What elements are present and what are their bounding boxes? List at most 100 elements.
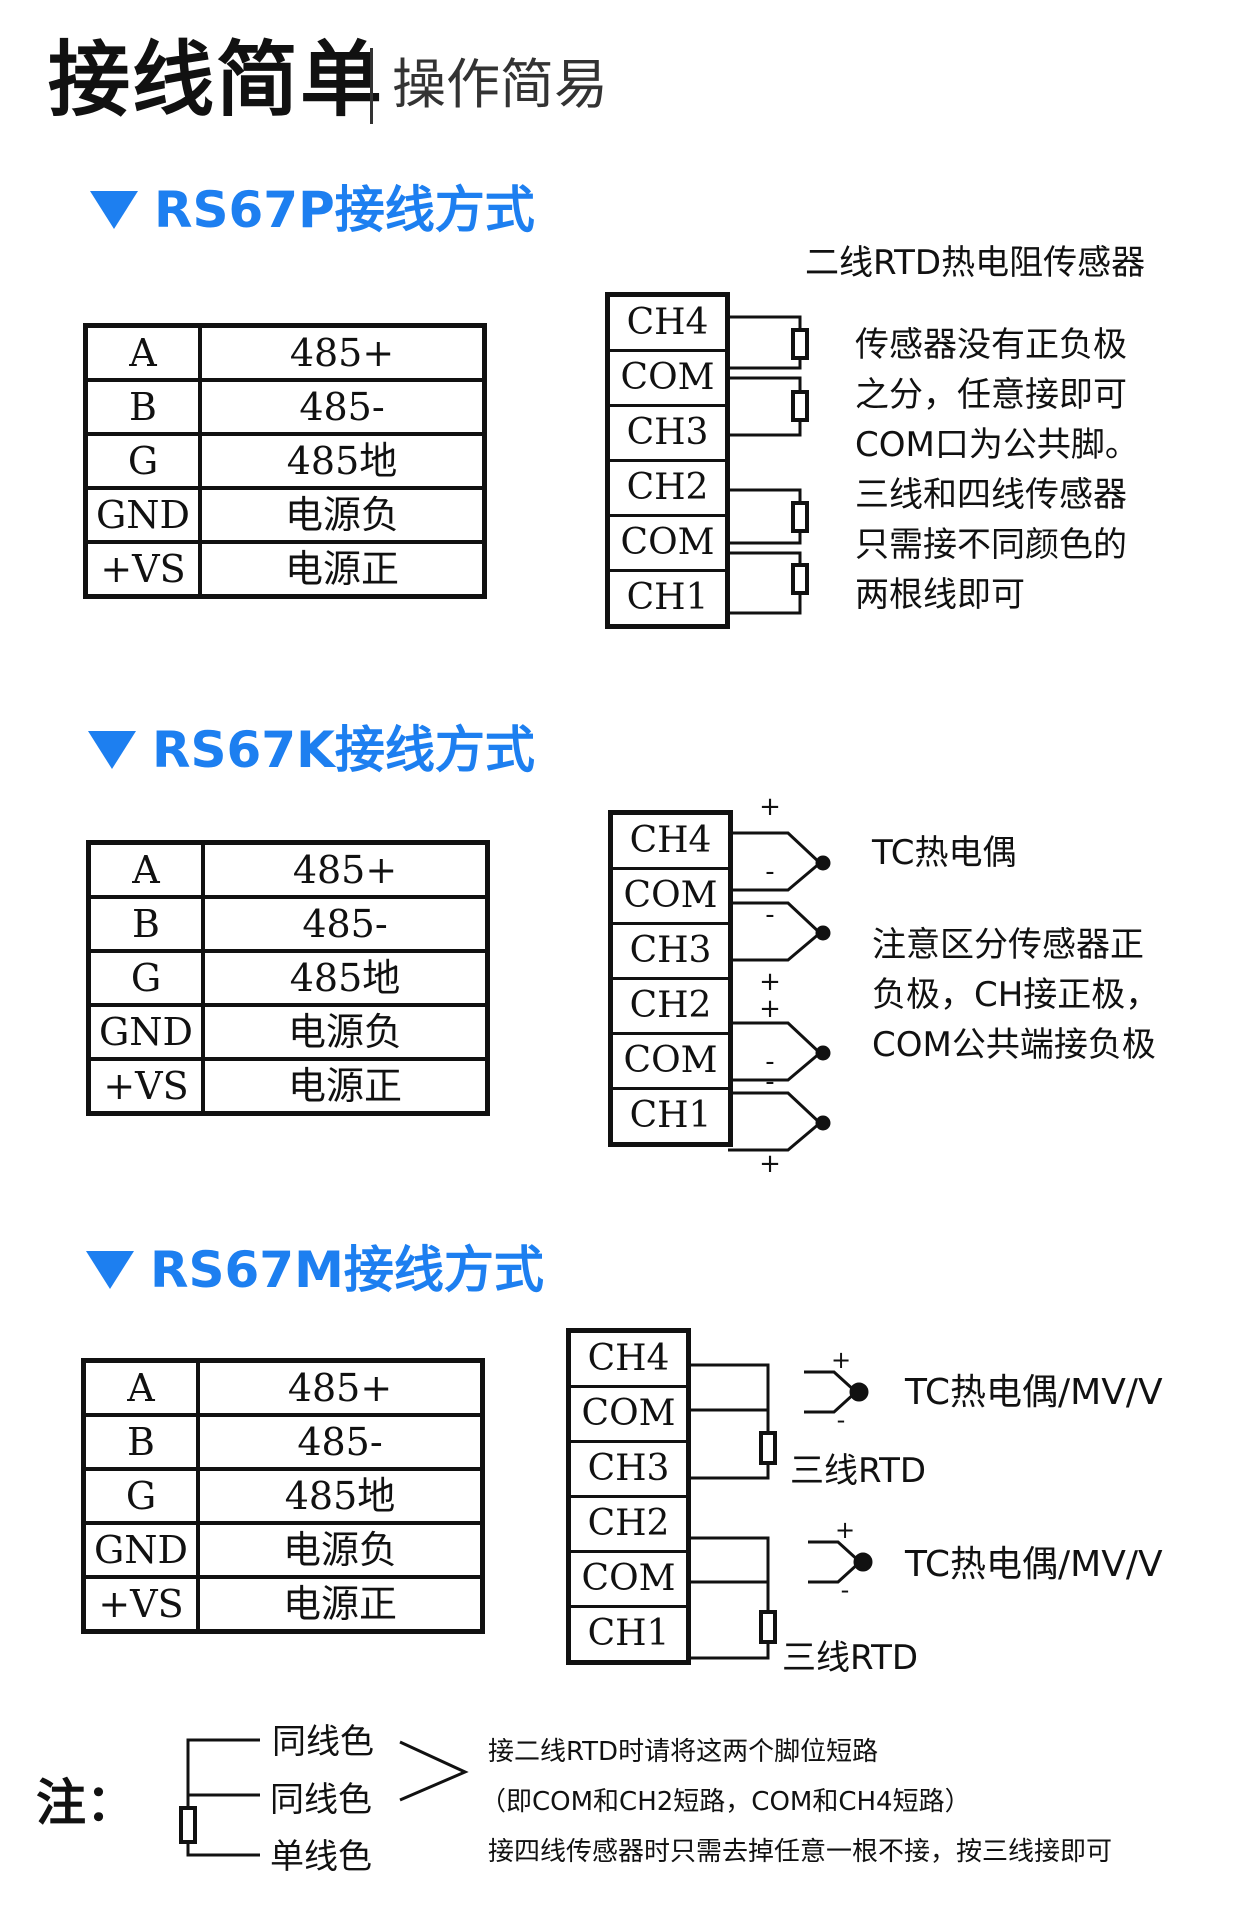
section-heading-text: RS67K接线方式	[152, 721, 535, 779]
notes-rs67k: 注意区分传感器正 负极，CH接正极， COM公共端接负极	[872, 920, 1159, 1070]
terminal-label: CH1	[626, 577, 709, 618]
terminal-label: COM	[610, 352, 725, 407]
note-line: 注意区分传感器正	[872, 925, 1144, 965]
triangle-down-icon	[86, 1250, 134, 1289]
terminal-block-rs67m: CH4 COM CH3 CH2 COM CH1	[566, 1328, 691, 1665]
rtd-label-upper: 三线RTD	[790, 1451, 927, 1491]
sensor-label-tc: TC热电偶	[872, 833, 1017, 873]
section-heading-text: RS67M接线方式	[150, 1241, 544, 1299]
terminal-label: CH4	[613, 815, 728, 870]
terminal-label: COM	[571, 1553, 686, 1608]
pin-value: 电源正	[196, 1575, 485, 1634]
pin-value: 电源正	[198, 540, 487, 599]
terminal-label: CH2	[613, 980, 728, 1035]
terminal-label: CH3	[571, 1443, 686, 1498]
pin-value: 485+	[198, 323, 487, 382]
pin-key: G	[86, 949, 205, 1007]
note-line: COM口为公共脚。	[855, 425, 1139, 465]
terminal-label: CH2	[610, 462, 725, 517]
pin-key: +VS	[81, 1575, 200, 1634]
footnote-line: （即COM和CH2短路，COM和CH4短路）	[480, 1787, 971, 1817]
wire-color-label: 单线色	[270, 1837, 372, 1877]
terminal-label: CH1	[587, 1613, 670, 1654]
page-subtitle: 操作简易	[392, 53, 608, 116]
pin-value: 485地	[198, 432, 487, 490]
triangle-down-icon	[90, 190, 138, 229]
notes-rs67p: 传感器没有正负极 之分，任意接即可 COM口为公共脚。 三线和四线传感器 只需接…	[855, 320, 1139, 620]
note-line: COM公共端接负极	[872, 1025, 1156, 1065]
title-divider	[370, 48, 373, 124]
pin-key: GND	[81, 1521, 200, 1579]
pin-value: 485+	[196, 1358, 485, 1417]
footnote-label: 注：	[36, 1774, 136, 1832]
terminal-label: CH3	[610, 407, 725, 462]
pin-key: +VS	[83, 540, 202, 599]
tc-label-lower: TC热电偶/MV/V	[905, 1544, 1163, 1585]
wire-color-label: 同线色	[270, 1780, 372, 1820]
section-heading-text: RS67P接线方式	[154, 181, 535, 239]
pin-key: A	[81, 1358, 200, 1417]
terminal-label: COM	[613, 1035, 728, 1090]
triangle-down-icon	[88, 730, 136, 769]
pin-key: GND	[86, 1003, 205, 1061]
pin-value: 电源负	[196, 1521, 485, 1579]
mixed-wiring-rs67m: + - + -	[686, 1346, 873, 1660]
rtd-label-lower: 三线RTD	[782, 1638, 919, 1678]
plus-sign: +	[759, 1149, 781, 1179]
minus-sign: -	[837, 1406, 846, 1434]
footnote-wiring	[179, 1738, 469, 1857]
rtd-wiring-rs67p	[725, 315, 809, 615]
terminal-block-rs67p: CH4 COM CH3 CH2 COM CH1	[605, 292, 730, 629]
minus-sign: -	[765, 1067, 774, 1097]
thermocouple-wiring-rs67k: + - - + + - - +	[728, 792, 831, 1179]
terminal-label: CH4	[610, 297, 725, 352]
pin-value: 485地	[201, 949, 490, 1007]
minus-sign: -	[841, 1576, 850, 1604]
plus-sign: +	[759, 967, 781, 997]
terminal-label: CH4	[571, 1333, 686, 1388]
note-line: 传感器没有正负极	[855, 325, 1127, 365]
terminal-label: COM	[610, 517, 725, 572]
pin-key: G	[83, 432, 202, 490]
terminal-label: CH1	[629, 1095, 712, 1136]
pin-value: 485-	[201, 895, 490, 953]
footnote-text: 接二线RTD时请将这两个脚位短路 （即COM和CH2短路，COM和CH4短路） …	[480, 1727, 1112, 1877]
sensor-label-rtd: 二线RTD热电阻传感器	[805, 243, 1146, 283]
terminal-label: COM	[613, 870, 728, 925]
note-line: 之分，任意接即可	[855, 375, 1127, 415]
pin-value: 电源正	[201, 1057, 490, 1116]
tc-label-upper: TC热电偶/MV/V	[905, 1372, 1163, 1413]
wire-color-label: 同线色	[272, 1722, 374, 1762]
pin-key: A	[86, 840, 205, 899]
terminal-block-rs67k: CH4 COM CH3 CH2 COM CH1	[608, 810, 733, 1147]
plus-sign: +	[831, 1346, 851, 1374]
pin-key: B	[86, 895, 205, 953]
plus-sign: +	[759, 994, 781, 1024]
page-title: 接线简单	[48, 33, 385, 128]
pin-key: +VS	[86, 1057, 205, 1116]
section-heading-rs67p: RS67P接线方式	[90, 185, 535, 235]
note-line: 负极，CH接正极，	[872, 975, 1160, 1015]
footnote-line: 接二线RTD时请将这两个脚位短路	[488, 1737, 879, 1767]
pin-value: 电源负	[198, 486, 487, 544]
pin-key: A	[83, 323, 202, 382]
pin-key: GND	[83, 486, 202, 544]
section-heading-rs67k: RS67K接线方式	[88, 725, 535, 775]
minus-sign: -	[765, 857, 774, 887]
